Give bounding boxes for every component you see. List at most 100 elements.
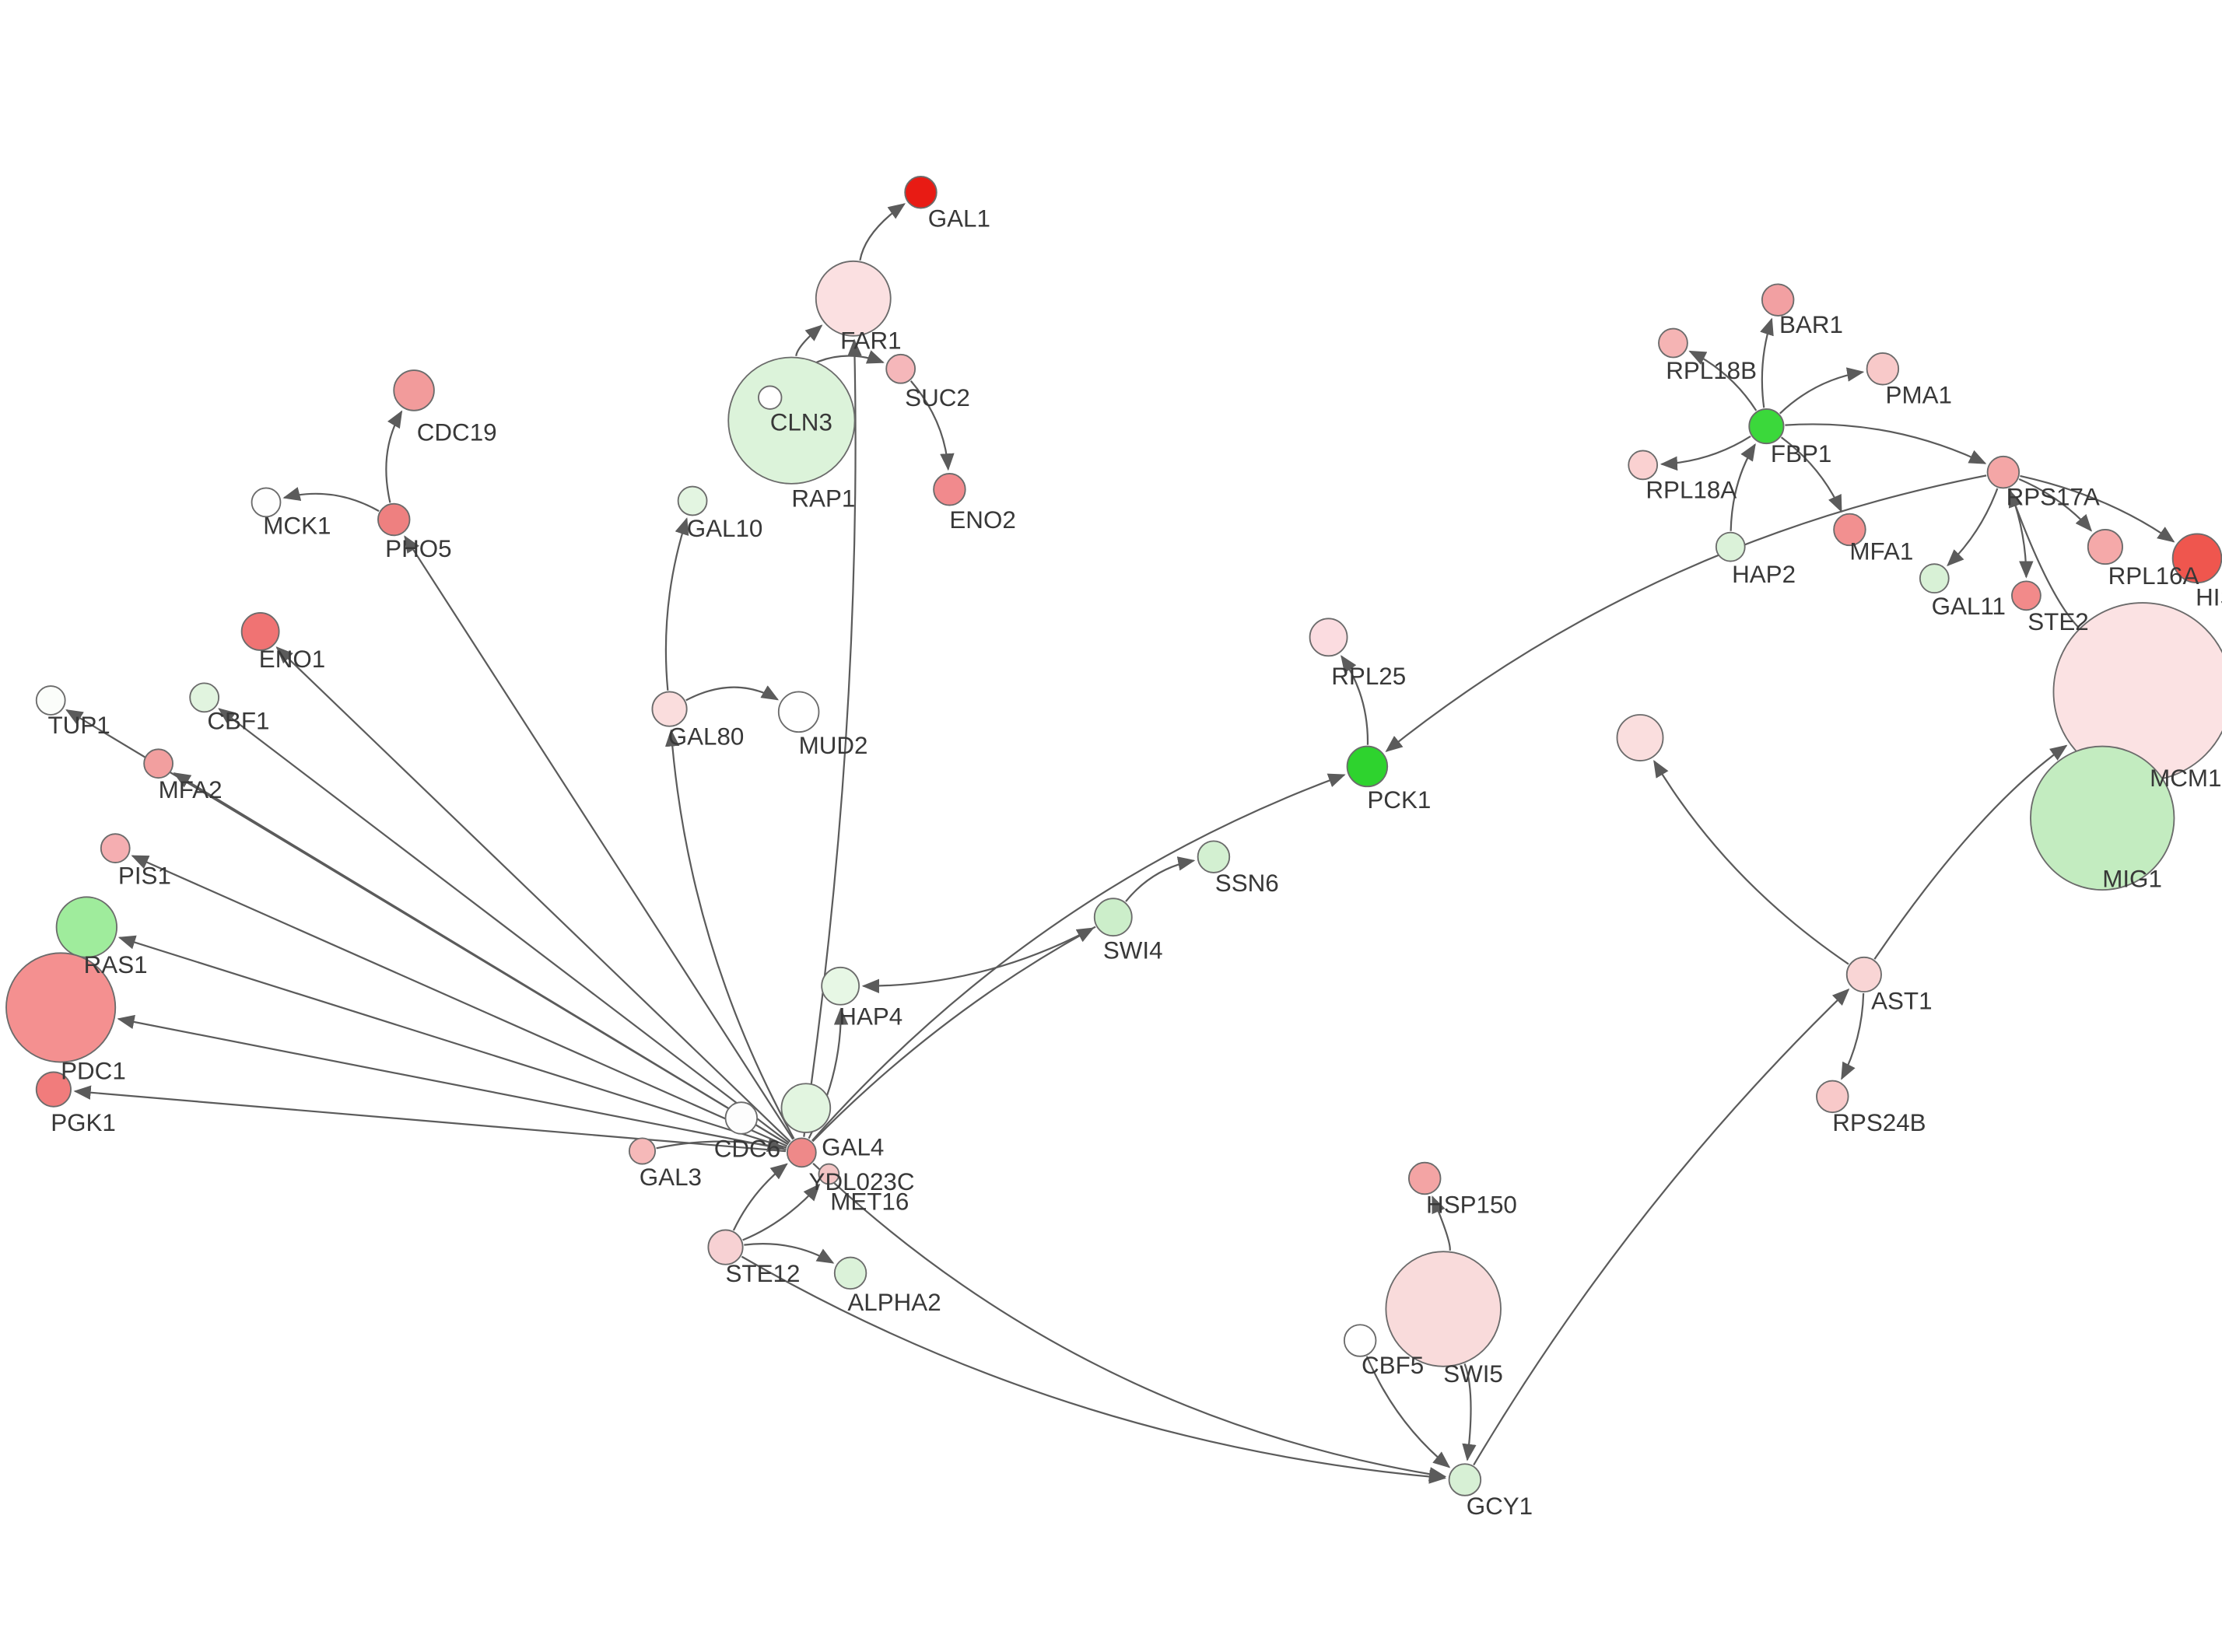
node-MUD2[interactable]: [777, 691, 820, 733]
edge-GAL4-PGK1[interactable]: [73, 1085, 787, 1153]
node-ENO1[interactable]: [240, 612, 280, 651]
node-FBP1[interactable]: [1748, 408, 1785, 445]
edge-GAL80-MUD2[interactable]: [685, 685, 780, 702]
node-ALPHA2[interactable]: [833, 1256, 867, 1290]
node-CDC19[interactable]: [393, 369, 435, 411]
edge-FBP1-RPL18B[interactable]: [1688, 350, 1758, 411]
node-GAL1[interactable]: [904, 176, 938, 209]
node-PIS1[interactable]: [100, 833, 131, 863]
edge-CBF5-GCY1[interactable]: [1365, 1356, 1451, 1468]
edge-GAL80-GAL10[interactable]: [664, 517, 689, 691]
edge-SWI4-HAP4[interactable]: [861, 926, 1096, 994]
node-RPS17A[interactable]: [1986, 455, 2020, 489]
node-SUC2[interactable]: [885, 353, 916, 384]
edge-FAR1-GAL1[interactable]: [859, 203, 906, 261]
node-FAR1[interactable]: [815, 260, 892, 337]
node-PGK1[interactable]: [35, 1071, 72, 1108]
node-CBF1[interactable]: [189, 682, 220, 713]
edge-AST1-MCM1[interactable]: [1873, 744, 2068, 960]
node-PDC1[interactable]: [5, 952, 117, 1063]
edge-PHO5-CDC19[interactable]: [385, 410, 403, 503]
node-RPS24B[interactable]: [1816, 1080, 1849, 1114]
edge-STE12-GCY1[interactable]: [741, 1255, 1447, 1484]
node-RPL18A[interactable]: [1628, 450, 1659, 481]
edge-FBP1-BAR1[interactable]: [1760, 317, 1774, 408]
edge-FBP1-RPS17A[interactable]: [1785, 423, 1987, 464]
node-PMA1[interactable]: [1866, 352, 1900, 386]
node-GAL80[interactable]: [651, 691, 688, 727]
node-GCY1[interactable]: [1448, 1463, 1482, 1496]
node-SWI5[interactable]: [1385, 1251, 1502, 1367]
edge-GAL4-GCY1[interactable]: [812, 1163, 1447, 1482]
edge-GAL4-CBF1[interactable]: [218, 708, 790, 1144]
node-CBF5[interactable]: [1343, 1324, 1377, 1357]
edge-GAL3-GAL4[interactable]: [656, 1138, 785, 1153]
edge-PCK1-RPL25[interactable]: [1341, 655, 1369, 745]
edge-AST1-RPS24B[interactable]: [1841, 992, 1865, 1080]
edge-FBP1-MFA1[interactable]: [1780, 436, 1842, 513]
edge-MCM1-RPS17A[interactable]: [2008, 489, 2080, 628]
edge-GAL4-FAR1[interactable]: [803, 338, 862, 1137]
edge-FBP1-PMA1[interactable]: [1779, 367, 1865, 415]
node-HAP2[interactable]: [1715, 531, 1746, 562]
node-NODE1[interactable]: [1616, 714, 1664, 761]
edge-FBP1-RPL18A[interactable]: [1659, 436, 1751, 471]
edge-SWI4-SSN6[interactable]: [1125, 856, 1196, 902]
edge-CLN3-FAR1[interactable]: [795, 324, 823, 357]
edge-GAL4-PDC1[interactable]: [117, 1014, 787, 1151]
node-MFA1[interactable]: [1833, 513, 1866, 547]
edge-HAP2-FBP1[interactable]: [1730, 443, 1756, 531]
edge-GAL4-PCK1[interactable]: [811, 773, 1346, 1142]
edge-RPS17A-HIS4[interactable]: [2020, 474, 2175, 543]
node-PHO5[interactable]: [377, 502, 411, 537]
node-MET16[interactable]: [818, 1163, 840, 1185]
node-HAP4[interactable]: [821, 966, 860, 1006]
edge-RPS17A-RPL16A[interactable]: [2018, 478, 2093, 532]
node-TUP1[interactable]: [35, 685, 66, 716]
node-YDL023C[interactable]: [780, 1083, 832, 1133]
edge-STE12-MET16[interactable]: [742, 1183, 821, 1241]
node-BAR1[interactable]: [1761, 283, 1795, 317]
node-RAP1[interactable]: [758, 385, 783, 410]
node-GAL11[interactable]: [1919, 563, 1950, 594]
edge-GAL4-PHO5[interactable]: [404, 535, 794, 1140]
node-HIS4[interactable]: [2171, 533, 2222, 584]
node-SWI4[interactable]: [1093, 898, 1133, 937]
edge-STE12-ALPHA2[interactable]: [744, 1243, 835, 1264]
node-GAL3[interactable]: [628, 1137, 657, 1165]
edge-PHO5-MCK1[interactable]: [282, 487, 380, 513]
node-MFA2[interactable]: [143, 748, 173, 779]
node-AST1[interactable]: [1845, 956, 1882, 993]
node-RPL16A[interactable]: [2087, 529, 2123, 565]
edge-GAL4-PIS1[interactable]: [131, 855, 788, 1147]
edge-GAL4-GAL80[interactable]: [664, 729, 795, 1139]
edge-SUC2-ENO2[interactable]: [909, 380, 955, 471]
node-PCK1[interactable]: [1346, 745, 1389, 788]
node-GAL4[interactable]: [786, 1137, 817, 1168]
node-STE12[interactable]: [707, 1229, 744, 1265]
node-ENO2[interactable]: [933, 473, 966, 506]
node-RPL25[interactable]: [1309, 618, 1348, 657]
edge-GAL4-RAS1[interactable]: [117, 935, 787, 1149]
edge-RPS17A-PCK1[interactable]: [1385, 474, 1987, 753]
edge-RPS17A-GAL11[interactable]: [1947, 488, 1999, 567]
edge-STE12-GAL4[interactable]: [732, 1163, 788, 1231]
node-GAL10[interactable]: [677, 485, 708, 516]
edge-GAL4-MFA2[interactable]: [173, 772, 789, 1146]
edge-SWI5-GCY1[interactable]: [1462, 1363, 1477, 1461]
node-RPL18B[interactable]: [1658, 327, 1688, 359]
node-SSN6[interactable]: [1197, 840, 1231, 873]
node-CLN3[interactable]: [727, 356, 856, 485]
node-MIG1[interactable]: [2030, 745, 2175, 891]
node-STE2[interactable]: [2011, 580, 2042, 611]
node-RAS1[interactable]: [55, 896, 118, 958]
edge-GAL4-SWI4[interactable]: [811, 927, 1095, 1143]
node-CDC6[interactable]: [724, 1101, 759, 1135]
edge-GAL4-ENO1[interactable]: [275, 646, 791, 1143]
node-HSP150[interactable]: [1407, 1161, 1442, 1195]
edge-AST1-NODE1[interactable]: [1653, 760, 1849, 965]
edge-GCY1-AST1[interactable]: [1473, 988, 1850, 1466]
node-MCK1[interactable]: [251, 487, 282, 518]
